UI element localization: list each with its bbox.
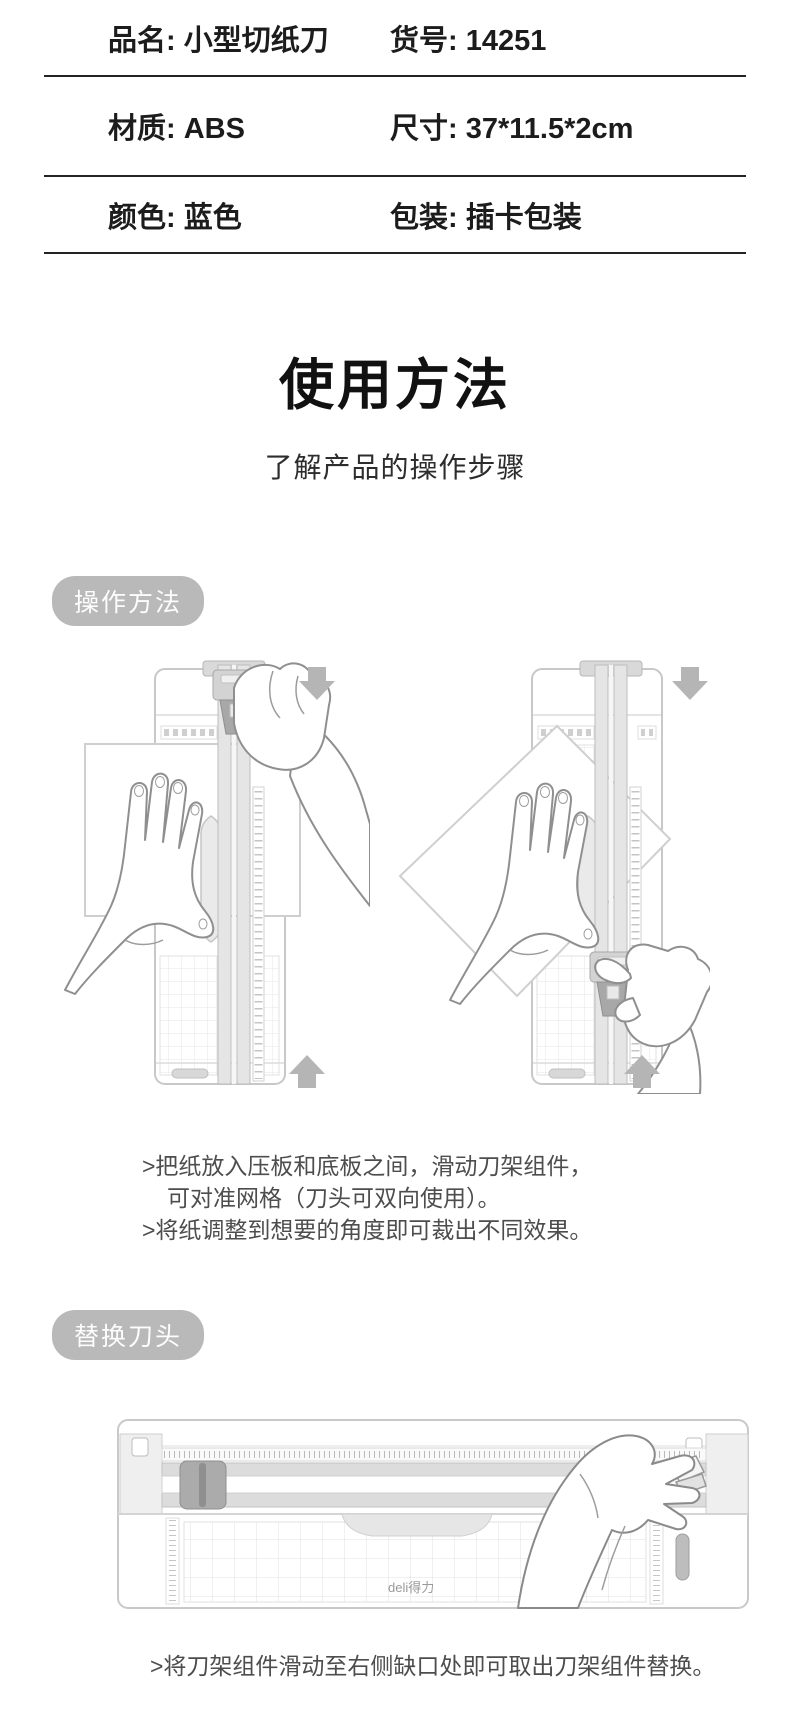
operation-illustrations — [0, 654, 790, 1094]
replace-illustration-wrap: deli得力 — [0, 1406, 790, 1621]
spec-product-name: 品名: 小型切纸刀 — [108, 24, 329, 57]
spec-size: 尺寸: 37*11.5*2cm — [390, 113, 634, 145]
step-line: >把纸放入压板和底板之间，滑动刀架组件， — [142, 1153, 593, 1179]
step-line: >将刀架组件滑动至右侧缺口处即可取出刀架组件替换。 — [150, 1653, 716, 1679]
illustration-cut-straight — [64, 654, 370, 1088]
spec-row: 材质: ABS 尺寸: 37*11.5*2cm — [44, 77, 746, 177]
replace-blade-badge: 替换刀头 — [52, 1310, 205, 1360]
up-arrow-icon — [289, 1055, 325, 1088]
operation-badge-row: 操作方法 — [52, 576, 790, 626]
page-subtitle: 了解产品的操作步骤 — [264, 452, 526, 483]
step-line: >将纸调整到想要的角度即可裁出不同效果。 — [142, 1217, 593, 1243]
spec-material: 材质: ABS — [108, 113, 245, 145]
spec-row: 品名: 小型切纸刀 货号: 14251 — [44, 0, 746, 77]
spec-row: 颜色: 蓝色 包装: 插卡包装 — [44, 177, 746, 254]
spec-table: 品名: 小型切纸刀 货号: 14251 材质: ABS 尺寸: 37*11.5*… — [44, 0, 746, 254]
replacement-hand — [517, 1434, 701, 1609]
illustration-cut-angle — [398, 654, 710, 1094]
oval-slot — [675, 1533, 690, 1581]
illustration-replace-blade: deli得力 — [117, 1419, 749, 1609]
operation-method-badge: 操作方法 — [52, 576, 205, 626]
gripping-hand — [233, 662, 370, 907]
down-arrow-icon — [672, 667, 708, 700]
page-title: 使用方法 — [278, 354, 511, 416]
brand-logo: deli得力 — [388, 1580, 434, 1595]
spec-item-number: 货号: 14251 — [390, 24, 547, 57]
pressure-plate — [341, 1513, 493, 1537]
right-end-cap — [705, 1433, 749, 1515]
replace-badge-row: 替换刀头 — [52, 1310, 790, 1360]
step-line: 可对准网格（刀头可双向使用）。 — [167, 1185, 501, 1211]
spec-packaging: 包装: 插卡包装 — [390, 201, 582, 234]
operation-steps: >把纸放入压板和底板之间，滑动刀架组件， 可对准网格（刀头可双向使用）。 >将纸… — [142, 1150, 790, 1246]
replace-steps: >将刀架组件滑动至右侧缺口处即可取出刀架组件替换。 — [150, 1647, 790, 1681]
spec-color: 颜色: 蓝色 — [108, 201, 242, 234]
